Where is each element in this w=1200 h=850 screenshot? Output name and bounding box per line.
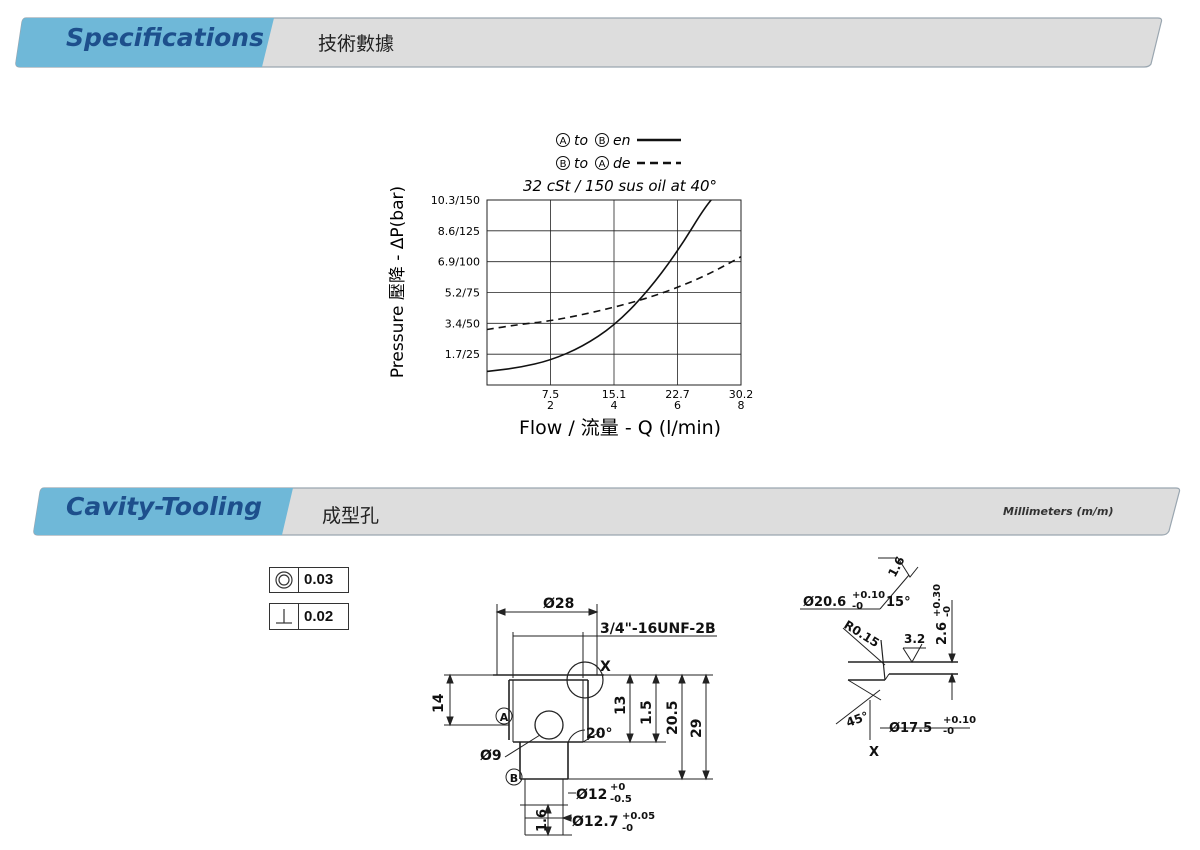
- chart-series: [487, 200, 741, 373]
- y-tick-label: 8.6/125: [438, 225, 480, 238]
- dia12-label: Ø12: [576, 787, 607, 803]
- port-b-label: B: [510, 772, 518, 785]
- x-tick-label-bottom: 8: [738, 399, 745, 412]
- y-tick-label: 3.4/50: [445, 317, 480, 330]
- detail-x-mark: X: [869, 745, 879, 760]
- cavity-subtitle: 成型孔: [322, 505, 380, 527]
- chart-legend: A to B en B to A de: [556, 133, 681, 172]
- dim-1-6: 1.6: [535, 809, 550, 832]
- cavity-tooling-header: Cavity-Tooling 成型孔 Millimeters (m/m): [0, 470, 1200, 545]
- dim-2-6-lower-tol: -0: [942, 606, 953, 617]
- x-tick-label-top: 22.7: [665, 388, 690, 401]
- legend-de-from: B: [560, 159, 567, 170]
- dim-1-5: 1.5: [639, 700, 655, 725]
- y-tick-label: 6.9/100: [438, 256, 480, 269]
- chart-x-label: Flow / 流量 - Q (l/min): [519, 417, 721, 439]
- y-tick-label: 10.3/150: [431, 194, 480, 207]
- legend-entry-de: B to A de: [556, 156, 681, 172]
- dim-2-6-upper-tol: +0.30: [932, 584, 943, 617]
- cavity-main-drawing: Ø28 3/4"-16UNF-2B X A B 14 13 1.5 20.5 2…: [431, 596, 717, 837]
- port-a-label: A: [500, 711, 509, 724]
- r0-15-label: R0.15: [841, 618, 881, 650]
- thread-label: 3/4"-16UNF-2B: [600, 621, 716, 637]
- legend-en-target: B: [599, 136, 606, 147]
- dia12-7-upper-tol: +0.05: [622, 811, 655, 822]
- legend-en-from: A: [560, 136, 567, 147]
- y-tick-label: 5.2/75: [445, 287, 480, 300]
- legend-en-to: to: [574, 133, 588, 149]
- legend-de-code: de: [613, 156, 631, 172]
- specifications-bar-shape: [15, 17, 1163, 68]
- dim-29: 29: [689, 719, 705, 738]
- chart-y-label: Pressure 壓降 - ΔP(bar): [388, 186, 408, 378]
- series-de-dashed-line: [487, 256, 741, 331]
- dim-14: 14: [431, 693, 447, 713]
- x-tick-label-bottom: 2: [547, 399, 554, 412]
- angle-20: 20°: [586, 726, 612, 742]
- concentricity-icon: [270, 568, 299, 592]
- dia12-7-lower-tol: -0: [622, 823, 633, 834]
- dia12-7-label: Ø12.7: [572, 814, 618, 830]
- legend-en-code: en: [613, 133, 631, 149]
- dim-13: 13: [613, 696, 629, 715]
- chart-title: 32 cSt / 150 sus oil at 40°: [523, 177, 717, 195]
- dia12-upper-tol: +0: [610, 782, 625, 793]
- roughness-3-2: 3.2: [904, 632, 925, 646]
- chart-grid: [486, 199, 742, 386]
- specifications-title: Specifications: [66, 23, 264, 52]
- cavity-bar-shape: [33, 487, 1181, 536]
- pressure-flow-chart: A to B en B to A de 32 cSt / 150 sus oil…: [388, 133, 753, 439]
- specifications-header: Specifications 技術數據: [0, 0, 1200, 72]
- x-tick-label-top: 30.2: [729, 388, 754, 401]
- dia17-5-lower-tol: -0: [943, 726, 954, 737]
- concentricity-tolerance-frame: 0.03: [269, 567, 349, 593]
- series-en-solid-line: [487, 200, 713, 373]
- x-tick-label-top: 7.5: [542, 388, 560, 401]
- x-tick-label-bottom: 4: [611, 399, 618, 412]
- perpendicularity-tolerance-frame: 0.02: [269, 603, 349, 630]
- dia9-label: Ø9: [480, 748, 502, 764]
- perpendicularity-value: 0.02: [304, 608, 334, 625]
- legend-de-target: A: [599, 159, 606, 170]
- dia20-6-lower-tol: -0: [852, 601, 863, 612]
- cavity-title: Cavity-Tooling: [66, 492, 263, 521]
- unit-note: Millimeters (m/m): [1003, 505, 1114, 518]
- y-tick-label: 1.7/25: [445, 348, 480, 361]
- perpendicularity-icon: [270, 604, 299, 629]
- dia17-5-upper-tol: +0.10: [943, 715, 976, 726]
- angle-15: 15°: [886, 595, 911, 610]
- legend-entry-en: A to B en: [556, 133, 681, 149]
- dia20-6-label: Ø20.6: [803, 595, 846, 610]
- main-x-mark: X: [600, 659, 611, 675]
- cavity-detail-drawing: 1.6 Ø20.6 +0.10 -0 15° R0.15 3.2 2.6 +0.…: [800, 554, 976, 760]
- x-tick-label-top: 15.1: [602, 388, 627, 401]
- chart-ticks: 1.7/25 3.4/50 5.2/75 6.9/100 8.6/125 10.3/150…: [431, 194, 753, 412]
- dia28-label: Ø28: [543, 596, 574, 612]
- legend-de-to: to: [574, 156, 588, 172]
- dia20-6-upper-tol: +0.10: [852, 590, 885, 601]
- specifications-subtitle: 技術數據: [318, 33, 395, 55]
- x-tick-label-bottom: 6: [674, 399, 681, 412]
- concentricity-value: 0.03: [304, 571, 334, 588]
- dim-2-6: 2.6: [935, 622, 950, 645]
- dia12-lower-tol: -0.5: [610, 794, 632, 805]
- dia17-5-label: Ø17.5: [889, 721, 932, 736]
- dim-20-5: 20.5: [665, 700, 681, 735]
- angle-45: 45°: [844, 709, 870, 730]
